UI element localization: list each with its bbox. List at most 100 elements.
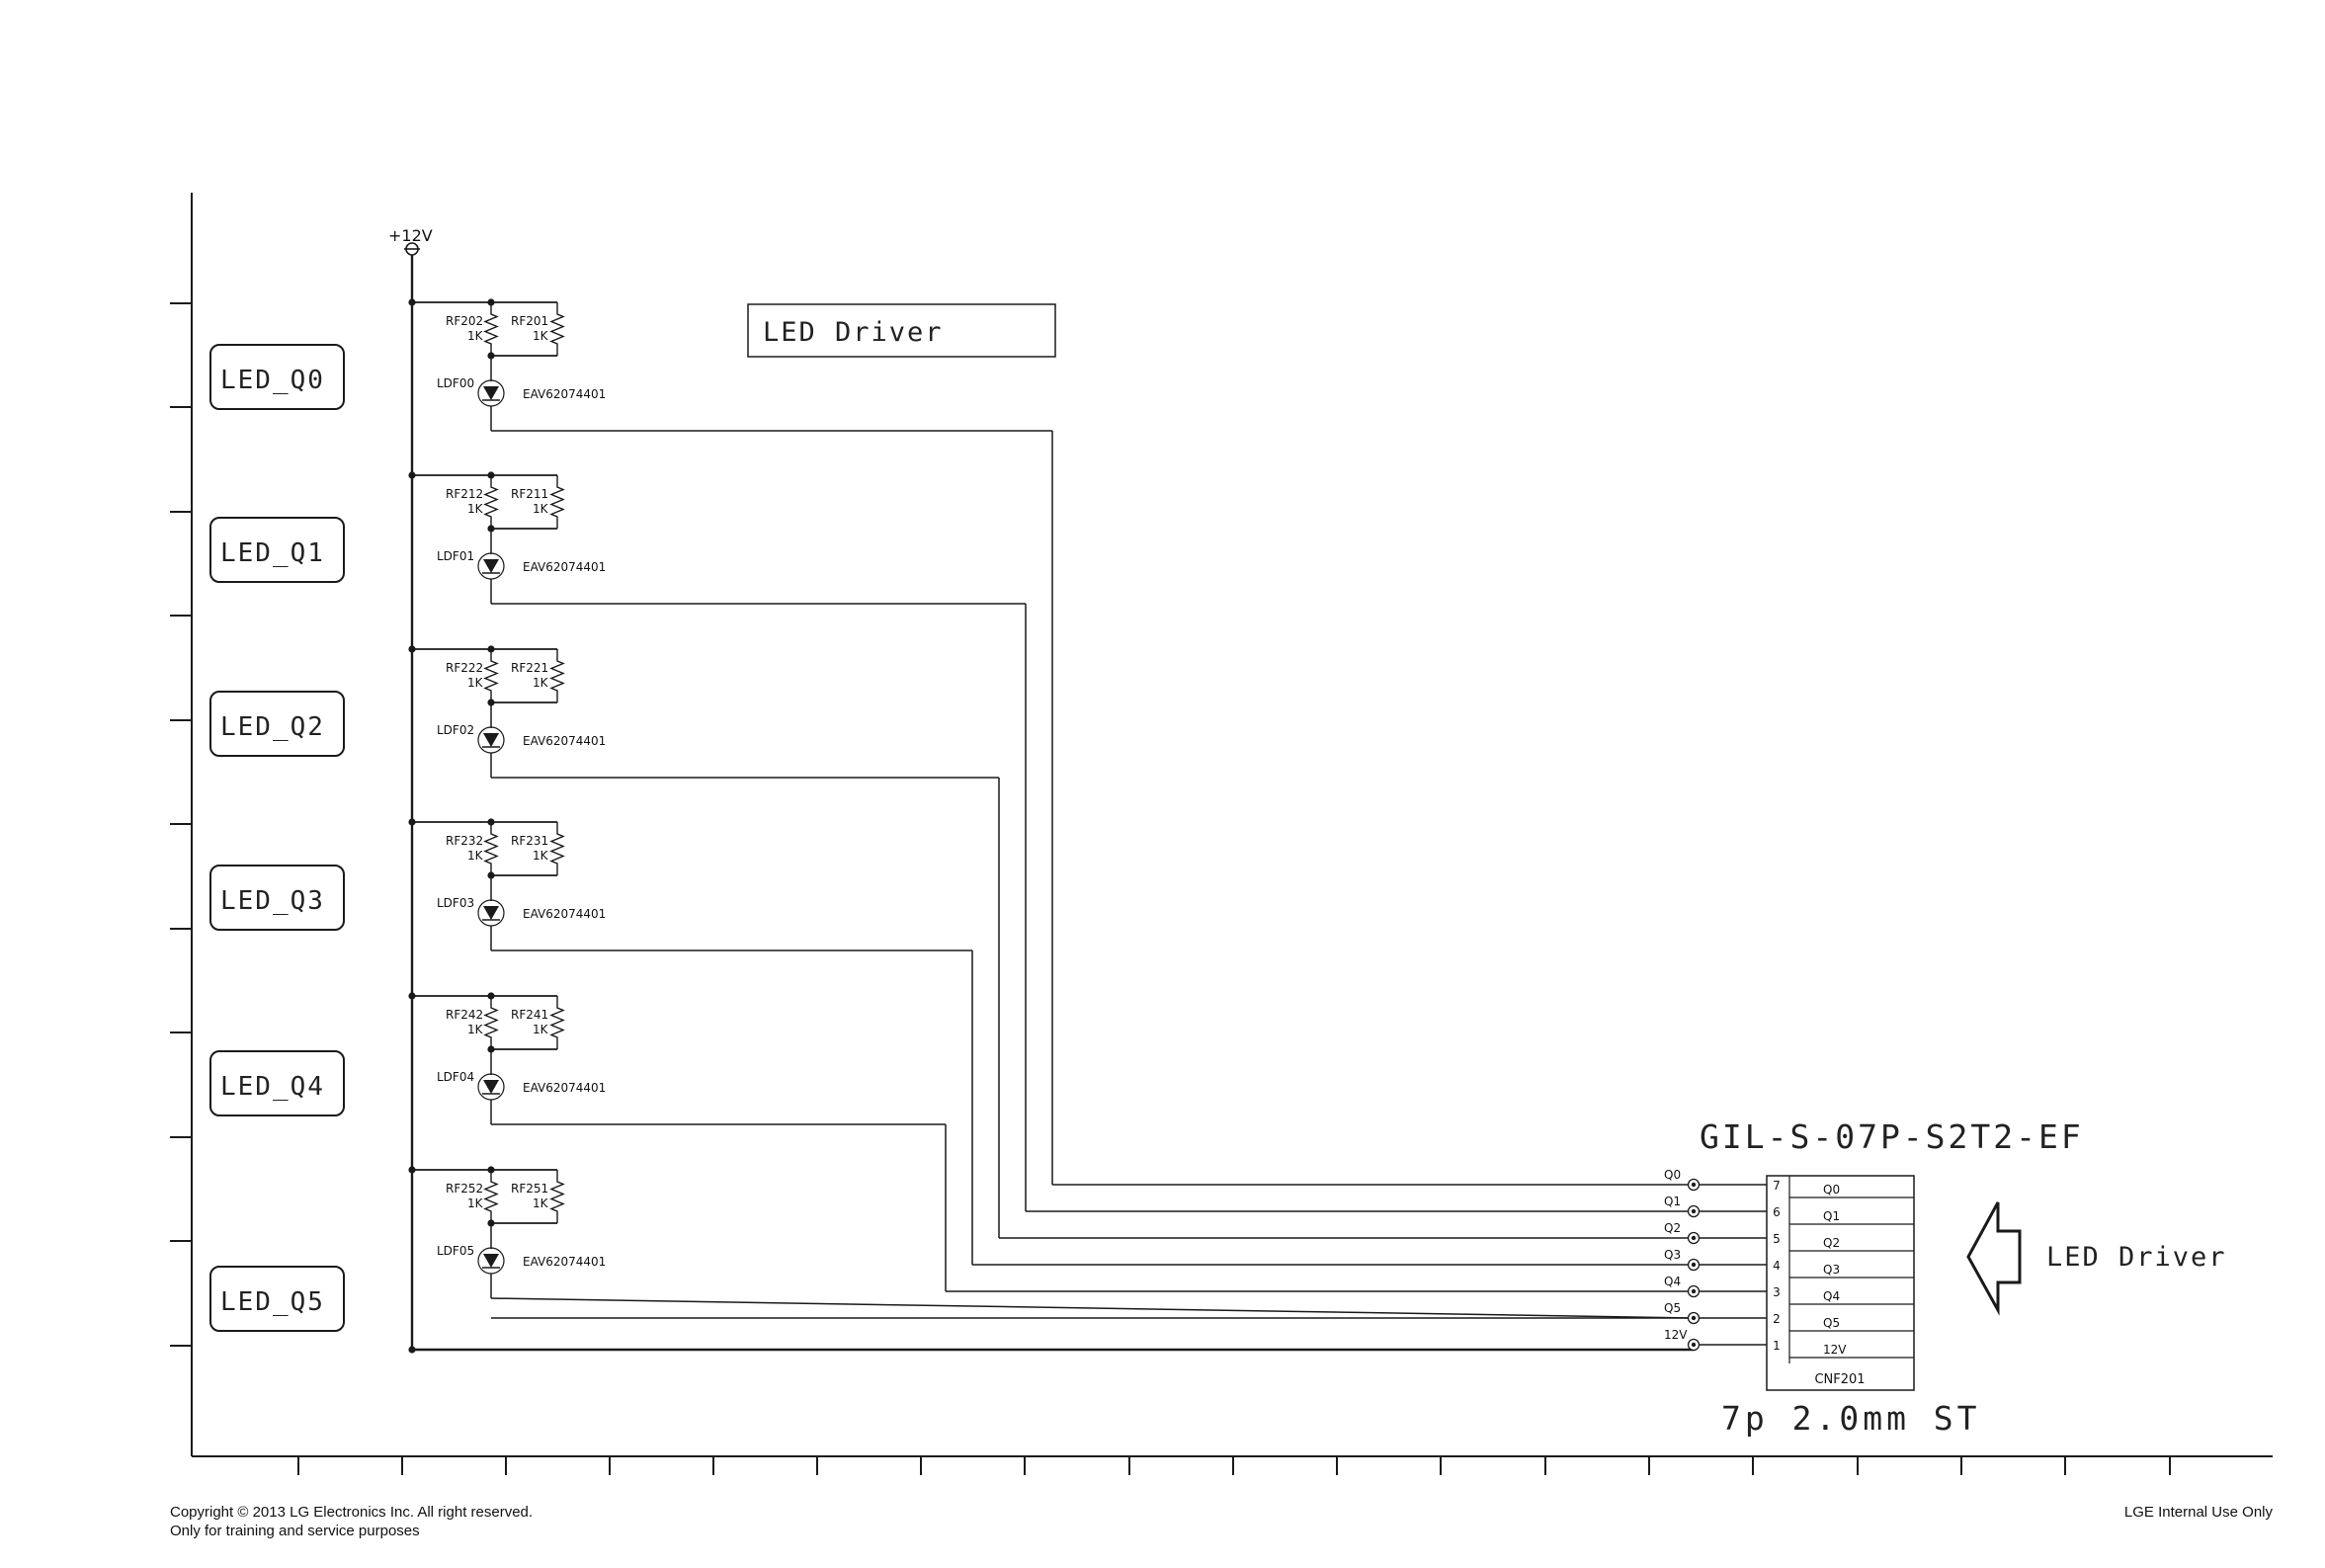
pin-terminal-dot: [1691, 1342, 1697, 1348]
pin-wire-label: 12V: [1664, 1328, 1688, 1342]
frame-border: [191, 193, 2273, 1457]
pin-net: Q4: [1823, 1289, 1840, 1303]
resistor-left-value: 1K: [467, 676, 484, 690]
resistor-right-value: 1K: [533, 329, 549, 343]
pin-wire-label: Q1: [1664, 1195, 1681, 1208]
pin-number: 3: [1773, 1285, 1781, 1299]
led-label-text: LED_Q3: [220, 886, 325, 916]
led-label-box-4: LED_Q4: [209, 1050, 345, 1116]
led-label-frame: [209, 344, 345, 410]
pin-wire-label: Q2: [1664, 1221, 1681, 1235]
led-triangle-icon: [483, 1254, 499, 1268]
resistor-left-value: 1K: [467, 849, 484, 863]
resistor-left-value: 1K: [467, 329, 484, 343]
connector-pin-6: Q1 6 Q1: [1664, 1195, 1914, 1225]
rail-bottom-junction: [408, 1346, 416, 1354]
led-label-text: LED_Q2: [220, 712, 325, 742]
arrow-left-icon: [1966, 1201, 2022, 1316]
connector-ref: CNF201: [1814, 1372, 1865, 1387]
pin-net: Q5: [1823, 1316, 1840, 1330]
arrow-label: LED Driver: [2046, 1242, 2227, 1273]
led-triangle-icon: [483, 559, 499, 573]
led-label-text: LED_Q4: [220, 1072, 325, 1102]
frame-ticks: [170, 302, 2171, 1475]
pin-terminal-dot: [1691, 1288, 1697, 1294]
led-channels: RF2021KRF2011KLDF00EAV62074401RF2121KRF2…: [408, 298, 1695, 1354]
resistor-right-ref: RF221: [511, 661, 548, 675]
copyright-line-1: Copyright © 2013 LG Electronics Inc. All…: [170, 1504, 534, 1521]
pin-terminal-dot: [1691, 1208, 1697, 1214]
resistor-left-value: 1K: [467, 1023, 484, 1036]
pin-net: 12V: [1823, 1343, 1847, 1357]
led-label-box-5: LED_Q5: [209, 1266, 345, 1332]
pin-net: Q0: [1823, 1183, 1840, 1197]
power-label: +12V: [388, 226, 433, 245]
pin-terminal-dot: [1691, 1262, 1697, 1268]
led-part: EAV62074401: [523, 734, 606, 748]
resistor-right-ref: RF211: [511, 487, 548, 501]
led-ref: LDF04: [437, 1070, 474, 1084]
led-driver-arrow: LED Driver: [1966, 1201, 2227, 1316]
pin-wire-label: Q4: [1664, 1275, 1681, 1288]
pin-net: Q1: [1823, 1209, 1840, 1223]
led-label-text: LED_Q0: [220, 366, 325, 395]
led-driver-title-box: LED Driver: [747, 303, 1056, 358]
led-part: EAV62074401: [523, 560, 606, 574]
resistor-right-ref: RF201: [511, 314, 548, 328]
pin-number: 6: [1773, 1205, 1781, 1219]
resistor-right: [549, 996, 565, 1049]
resistor-left-ref: RF232: [446, 834, 483, 848]
resistor-right: [549, 302, 565, 356]
resistor-right-value: 1K: [533, 1197, 549, 1210]
footer-copyright: Copyright © 2013 LG Electronics Inc. All…: [170, 1503, 533, 1540]
led-label-box-3: LED_Q3: [209, 865, 345, 931]
pin-wire-label: Q0: [1664, 1168, 1681, 1182]
pin-number: 2: [1773, 1312, 1781, 1326]
resistor-left-ref: RF222: [446, 661, 483, 675]
led-ref: LDF01: [437, 549, 474, 563]
resistor-left-ref: RF202: [446, 314, 483, 328]
internal-use-label: LGE Internal Use Only: [2123, 1504, 2273, 1521]
led-triangle-icon: [483, 386, 499, 400]
led-ref: LDF03: [437, 896, 474, 910]
led-ref: LDF05: [437, 1244, 474, 1258]
led-label-box-0: LED_Q0: [209, 344, 345, 410]
pin-terminal-dot: [1691, 1315, 1697, 1321]
resistor-right-value: 1K: [533, 1023, 549, 1036]
connector-part-number: GIL-S-07P-S2T2-EF: [1700, 1117, 2084, 1156]
led-triangle-icon: [483, 906, 499, 920]
pin-number: 4: [1773, 1259, 1781, 1273]
pin-number: 5: [1773, 1232, 1781, 1246]
led-label-box-2: LED_Q2: [209, 691, 345, 757]
led-label-frame: [209, 691, 345, 757]
resistor-right: [549, 475, 565, 529]
rail-junction: [408, 471, 416, 479]
pin-terminal-dot: [1691, 1235, 1697, 1241]
resistor-right-ref: RF231: [511, 834, 548, 848]
resistor-left: [483, 1170, 499, 1223]
led-label-box-1: LED_Q1: [209, 517, 345, 583]
copyright-line-2: Only for training and service purposes: [170, 1523, 420, 1539]
led-label-frame: [209, 1050, 345, 1116]
rail-junction: [408, 645, 416, 653]
resistor-left-value: 1K: [467, 1197, 484, 1210]
resistor-right-value: 1K: [533, 502, 549, 516]
title-box-label: LED Driver: [763, 317, 944, 348]
led-label-frame: [209, 517, 345, 583]
pin-net: Q3: [1823, 1263, 1840, 1277]
resistor-left: [483, 475, 499, 529]
resistor-left: [483, 302, 499, 356]
led-label-text: LED_Q5: [220, 1287, 325, 1317]
